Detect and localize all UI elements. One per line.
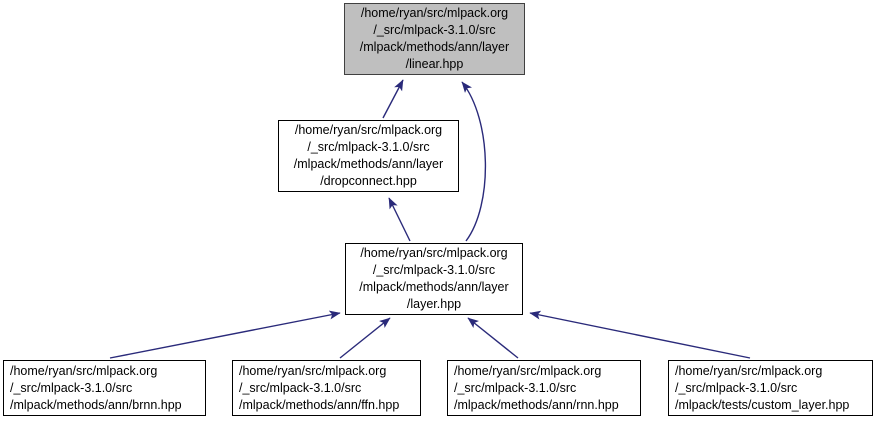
node-linear-line-1: /home/ryan/src/mlpack.org — [360, 6, 509, 20]
node-ffn-line-2: /_src/mlpack-3.1.0/src — [239, 380, 362, 395]
edge-brnn-to-layer — [109, 310, 341, 359]
node-dropconnect-line-1: /home/ryan/src/mlpack.org — [294, 123, 443, 137]
node-ffn-line-1: /home/ryan/src/mlpack.org — [239, 363, 387, 378]
node-ffn-line-3: /mlpack/methods/ann/ffn.hpp — [239, 397, 400, 412]
node-brnn-line-1: /home/ryan/src/mlpack.org — [10, 363, 158, 378]
edge-custom-layer-to-layer — [529, 310, 751, 359]
edge-layer-to-dropconnect — [388, 197, 411, 242]
edge-ffn-to-layer — [339, 317, 391, 359]
graph-node-layer-hpp[interactable]: /home/ryan/src/mlpack.org /_src/mlpack-3… — [345, 243, 523, 315]
node-dropconnect-line-2: /_src/mlpack-3.1.0/src — [307, 140, 430, 154]
edge-layer-to-linear — [461, 81, 487, 242]
edge-dropconnect-to-linear — [382, 79, 404, 119]
node-linear-line-2: /_src/mlpack-3.1.0/src — [373, 23, 496, 37]
graph-node-custom-layer-hpp[interactable]: /home/ryan/src/mlpack.org /_src/mlpack-3… — [668, 360, 873, 416]
node-layer-line-2: /_src/mlpack-3.1.0/src — [372, 263, 496, 277]
node-brnn-line-3: /mlpack/methods/ann/brnn.hpp — [10, 397, 182, 412]
node-linear-line-3: /mlpack/methods/ann/layer — [359, 40, 510, 54]
node-layer-line-3: /mlpack/methods/ann/layer — [359, 280, 509, 294]
graph-node-rnn-hpp[interactable]: /home/ryan/src/mlpack.org /_src/mlpack-3… — [447, 360, 641, 416]
node-rnn-line-3: /mlpack/methods/ann/rnn.hpp — [454, 397, 619, 412]
node-dropconnect-line-4: /dropconnect.hpp — [320, 174, 417, 188]
node-brnn-line-2: /_src/mlpack-3.1.0/src — [10, 380, 133, 395]
node-custom-layer-line-2: /_src/mlpack-3.1.0/src — [675, 380, 798, 395]
node-layer-line-1: /home/ryan/src/mlpack.org — [360, 246, 508, 260]
node-rnn-line-1: /home/ryan/src/mlpack.org — [454, 363, 602, 378]
node-linear-line-4: /linear.hpp — [405, 57, 464, 71]
node-layer-line-4: /layer.hpp — [406, 297, 462, 311]
node-custom-layer-line-1: /home/ryan/src/mlpack.org — [675, 363, 823, 378]
graph-node-dropconnect-hpp[interactable]: /home/ryan/src/mlpack.org /_src/mlpack-3… — [278, 120, 459, 192]
node-custom-layer-line-3: /mlpack/tests/custom_layer.hpp — [675, 397, 850, 412]
graph-node-linear-hpp[interactable]: /home/ryan/src/mlpack.org /_src/mlpack-3… — [344, 3, 525, 75]
graph-node-ffn-hpp[interactable]: /home/ryan/src/mlpack.org /_src/mlpack-3… — [232, 360, 421, 416]
node-rnn-line-2: /_src/mlpack-3.1.0/src — [454, 380, 577, 395]
edge-rnn-to-layer — [467, 317, 519, 359]
node-dropconnect-line-3: /mlpack/methods/ann/layer — [293, 157, 444, 171]
graph-node-brnn-hpp[interactable]: /home/ryan/src/mlpack.org /_src/mlpack-3… — [3, 360, 206, 416]
